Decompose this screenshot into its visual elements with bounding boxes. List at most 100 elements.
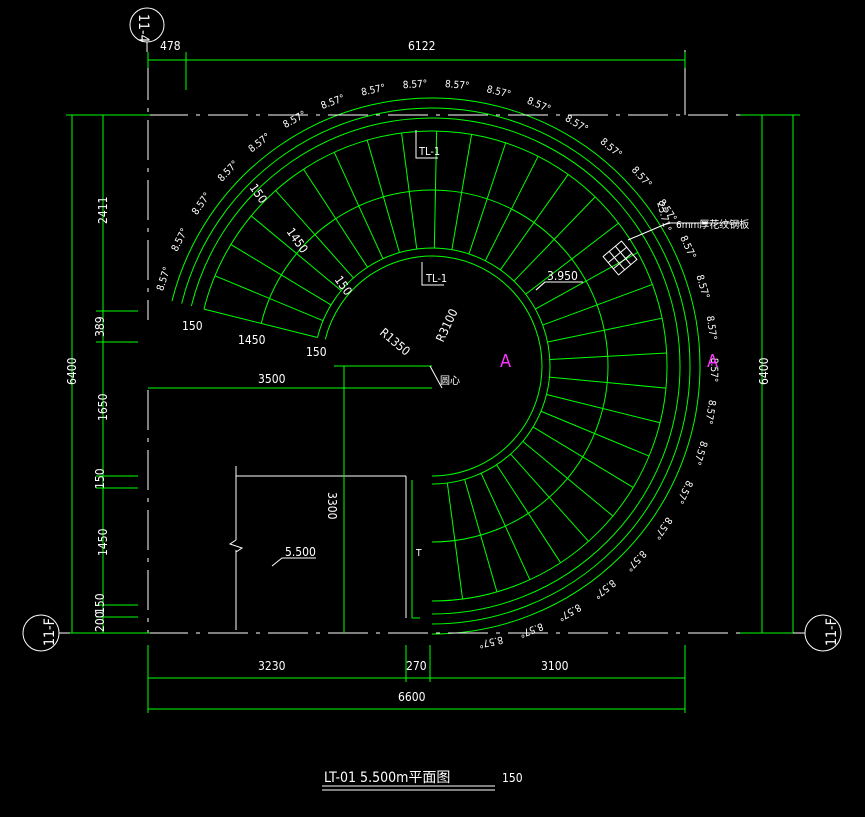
dim-inner-3500: 3500 — [258, 372, 286, 386]
angle-label: 8.57° — [485, 84, 511, 100]
stair-tread — [214, 275, 324, 322]
angle-label: 8.57° — [444, 79, 469, 92]
section-mark-right: A — [707, 351, 718, 372]
stair-tread — [549, 376, 667, 389]
spiral-stair — [171, 97, 701, 635]
dim-left-1450: 1450 — [96, 528, 110, 556]
dim-left-2411: 2411 — [96, 197, 110, 224]
stair-midline — [260, 189, 609, 543]
level-landing: 3.950 — [547, 269, 578, 283]
angle-label: 8.57° — [691, 439, 709, 466]
stair-tread — [480, 473, 531, 580]
stair-tread — [540, 410, 650, 457]
beam-label-2: TL-1 — [425, 272, 447, 285]
dim-left-1650: 1650 — [96, 393, 110, 421]
dim-bottom-270: 270 — [406, 659, 427, 673]
stair-tread — [203, 308, 318, 338]
beam-label-1: TL-1 — [418, 145, 440, 158]
axis-label-right: 11-F — [824, 618, 840, 646]
tread-mark: T — [415, 548, 422, 559]
stair-tread — [542, 283, 653, 326]
dim-left-200: 200 — [93, 611, 107, 632]
angle-label: 8.57° — [629, 165, 654, 191]
angle-label: 8.57° — [623, 548, 648, 573]
stair-tread — [496, 464, 562, 563]
stair-tread — [230, 244, 332, 306]
stair-tread — [366, 139, 400, 253]
level-floor: 5.500 — [285, 545, 316, 559]
stair-tread — [446, 482, 464, 600]
angle-label: 8.57° — [247, 131, 273, 155]
dim-left-389: 389 — [93, 316, 107, 337]
stair-arc — [190, 117, 681, 615]
section-mark-left: A — [500, 351, 511, 372]
center-label: 圆心 — [440, 375, 460, 387]
dim-radial-150-a: 150 — [247, 181, 270, 206]
axis-label-left: 11-F — [42, 618, 58, 646]
stair-tread — [535, 252, 639, 310]
angle-label: 8.57° — [525, 96, 552, 115]
angle-label: 8.57° — [556, 601, 583, 623]
dim-left-total: 6400 — [65, 357, 79, 385]
angle-label: 8.57° — [673, 478, 694, 505]
stair-tread — [433, 131, 438, 249]
stair-tread — [468, 142, 507, 255]
boundary-lines — [147, 50, 800, 634]
angle-label: 8.57° — [155, 266, 173, 293]
dim-top-478: 478 — [160, 39, 181, 53]
angle-label: 8.57° — [320, 93, 347, 112]
stair-arc — [203, 130, 668, 602]
stair-tread — [464, 479, 498, 592]
angle-labels: 8.57°8.57°8.57°8.57°8.57°8.57°8.57°8.57°… — [155, 79, 719, 649]
stair-tread — [546, 394, 661, 424]
plate-hatch-symbol — [602, 240, 638, 276]
dim-top-6122: 6122 — [408, 39, 435, 53]
dim-bottom-3100: 3100 — [541, 659, 569, 673]
angle-label: 8.57° — [702, 399, 717, 425]
angle-label: 8.57° — [170, 227, 191, 254]
stair-tread — [275, 190, 354, 279]
dim-start-150-a: 150 — [182, 319, 203, 333]
axis-label-top: 11-4 — [135, 14, 151, 43]
stair-tread — [510, 453, 589, 542]
stair-tread — [451, 134, 473, 250]
drawing-scale: 150 — [502, 771, 523, 785]
stair-tread — [333, 152, 384, 259]
angle-label: 8.57° — [598, 136, 624, 160]
angle-label: 8.57° — [360, 83, 386, 99]
dim-left-150-a: 150 — [93, 468, 107, 489]
angle-label: 8.57° — [478, 633, 504, 649]
straight-flight — [228, 466, 420, 630]
stair-tread — [522, 440, 614, 517]
dim-radial-150-b: 150 — [332, 273, 355, 298]
angle-label: 8.57° — [708, 358, 719, 383]
stair-tread — [547, 317, 663, 343]
stair-tread — [525, 222, 619, 295]
level-symbols — [271, 281, 583, 567]
angle-label: 8.57° — [651, 515, 674, 541]
drawing-title: LT-01 5.500m平面图 — [324, 770, 450, 786]
radius-outer: R3100 — [433, 306, 461, 344]
angle-label: 8.57° — [693, 274, 710, 301]
angle-label: 8.57° — [403, 79, 428, 91]
stair-arc — [317, 247, 551, 485]
dim-inner-3300: 3300 — [325, 492, 339, 520]
dimension-lines — [66, 52, 800, 713]
dim-radial-1450: 1450 — [284, 225, 311, 256]
stair-tread — [303, 168, 368, 268]
plate-note: 6mm厚花纹钢板 — [676, 218, 749, 231]
stair-arc — [324, 255, 543, 477]
grid-axes — [22, 7, 842, 652]
stair-tread — [532, 426, 634, 488]
angle-label: 8.57° — [563, 113, 590, 135]
note-leader — [627, 222, 669, 241]
angle-label: 8.57° — [281, 109, 308, 131]
stair-tread — [549, 352, 667, 360]
angle-label: 8.57° — [190, 191, 213, 217]
angle-label: 8.57° — [704, 315, 718, 341]
stair-tread — [401, 132, 418, 250]
radius-inner: R1350 — [377, 325, 413, 358]
dim-start-1450: 1450 — [238, 333, 266, 347]
dim-start-150-b: 150 — [306, 345, 327, 359]
